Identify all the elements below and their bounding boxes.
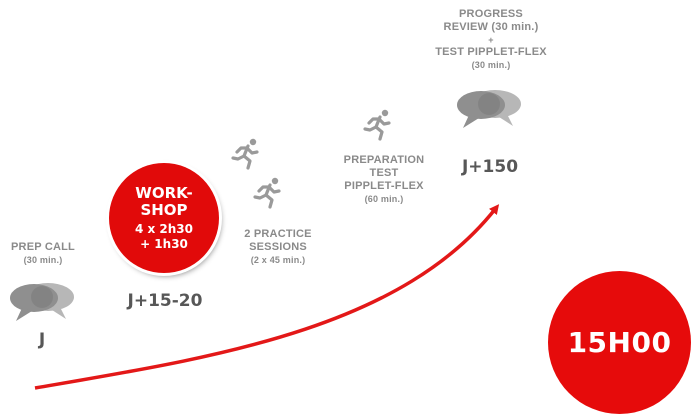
- practice-line2: SESSIONS: [249, 241, 307, 253]
- prep-call-label: PREP CALL (30 min.): [0, 241, 86, 266]
- workshop-sessions-line1: 4 x 2h30: [134, 221, 194, 236]
- prep-call-duration: (30 min.): [23, 255, 63, 265]
- progress-label: PROGRESS REVIEW (30 min.) + TEST PIPPLET…: [424, 8, 558, 71]
- runner-icon: [363, 109, 391, 141]
- preparation-label: PREPARATION TEST PIPPLET-FLEX (60 min.): [334, 154, 434, 205]
- preparation-line3: PIPPLET-FLEX: [344, 180, 424, 192]
- practice-label: 2 PRACTICE SESSIONS (2 x 45 min.): [232, 228, 324, 266]
- progress-day: J+150: [461, 157, 519, 177]
- progress-line2: REVIEW (30 min.): [443, 21, 539, 33]
- total-hours-badge: 15H00: [548, 271, 691, 414]
- practice-duration: (2 x 45 min.): [250, 255, 306, 265]
- preparation-line2: TEST: [369, 167, 399, 179]
- workshop-badge: WORK- SHOP 4 x 2h30 + 1h30: [109, 163, 219, 273]
- prep-call-title: PREP CALL: [11, 241, 75, 253]
- prep-call-day: J: [38, 330, 46, 350]
- workshop-sessions-line2: + 1h30: [140, 236, 188, 251]
- runner-icon: [253, 177, 281, 209]
- speech-bubbles-icon: [10, 283, 74, 321]
- progress-line4: TEST PIPPLET-FLEX: [435, 46, 547, 58]
- progress-line5: (30 min.): [471, 60, 511, 70]
- progress-line3: +: [488, 35, 494, 45]
- progress-line1: PROGRESS: [459, 8, 523, 20]
- workshop-title-line1: WORK-: [135, 183, 193, 202]
- speech-bubbles-icon: [457, 90, 521, 128]
- preparation-line1: PREPARATION: [343, 154, 425, 166]
- runner-icon: [231, 138, 259, 170]
- workshop-day: J+15-20: [127, 291, 203, 311]
- workshop-title-line2: SHOP: [140, 200, 188, 219]
- preparation-duration: (60 min.): [364, 194, 404, 204]
- practice-line1: 2 PRACTICE: [244, 228, 312, 240]
